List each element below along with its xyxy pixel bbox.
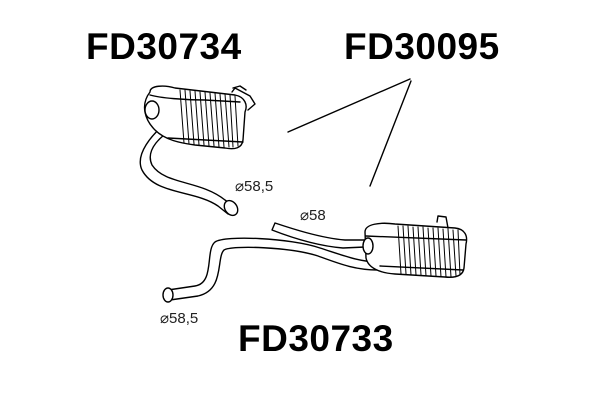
diameter-label: ⌀58,5 — [235, 178, 274, 195]
part-code-fd30095: FD30095 — [344, 26, 500, 67]
part-code-fd30734: FD30734 — [86, 26, 242, 67]
diameter-label: ⌀58,5 — [160, 310, 199, 327]
part-code-fd30733: FD30733 — [238, 318, 394, 359]
diameter-label: ⌀58 — [300, 207, 326, 224]
rear-muffler-fd30734 — [139, 85, 256, 217]
leader-line — [287, 78, 411, 133]
rear-muffler-fd30095 — [362, 215, 468, 278]
leader-line — [369, 80, 412, 187]
center-pipe-fd30733 — [162, 222, 379, 303]
